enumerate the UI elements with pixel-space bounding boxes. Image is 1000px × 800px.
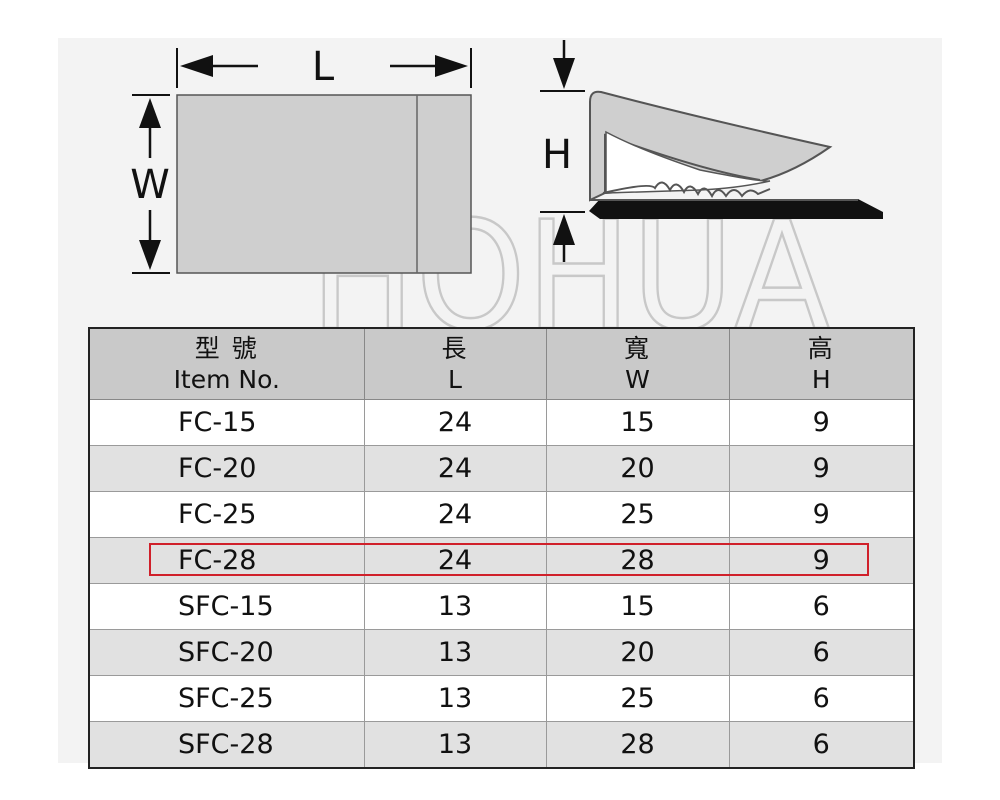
cell-item: SFC-25 bbox=[88, 675, 365, 722]
arrow-left-icon bbox=[180, 55, 213, 77]
cell-height: 9 bbox=[728, 537, 915, 584]
cell-height: 9 bbox=[728, 445, 915, 492]
arrow-right-icon bbox=[435, 55, 468, 77]
header-height-zh: 高 bbox=[807, 334, 835, 363]
table-row-highlighted: FC-28 24 28 9 bbox=[88, 537, 915, 584]
width-dimension: W bbox=[130, 94, 170, 274]
table-row: FC-15 24 15 9 bbox=[88, 399, 915, 446]
header-item-no: 型 號 Item No. bbox=[88, 327, 365, 400]
header-width: 寬 W bbox=[545, 327, 730, 400]
cell-width: 15 bbox=[545, 583, 730, 630]
cell-item: SFC-28 bbox=[88, 721, 365, 769]
ratchet-teeth bbox=[602, 181, 771, 199]
cell-length: 13 bbox=[363, 629, 547, 676]
cell-length: 24 bbox=[363, 399, 547, 446]
cell-width: 28 bbox=[545, 721, 730, 769]
header-item-zh: 型 號 bbox=[194, 334, 259, 363]
cell-width: 15 bbox=[545, 399, 730, 446]
header-length-en: L bbox=[448, 365, 462, 394]
cell-width: 25 bbox=[545, 675, 730, 722]
cell-width: 20 bbox=[545, 445, 730, 492]
table-row: SFC-28 13 28 6 bbox=[88, 721, 915, 769]
side-view-base bbox=[589, 199, 883, 219]
cell-height: 9 bbox=[728, 491, 915, 538]
cell-width: 25 bbox=[545, 491, 730, 538]
header-item-en: Item No. bbox=[173, 365, 280, 394]
cell-length: 13 bbox=[363, 675, 547, 722]
header-width-zh: 寬 bbox=[623, 334, 651, 363]
cell-length: 13 bbox=[363, 721, 547, 769]
header-width-en: W bbox=[625, 365, 650, 394]
top-view bbox=[176, 94, 472, 274]
cell-length: 13 bbox=[363, 583, 547, 630]
spec-table: 型 號 Item No. 長 L 寬 W 高 H FC-15 24 15 9 bbox=[88, 327, 915, 769]
table-row: SFC-20 13 20 6 bbox=[88, 629, 915, 676]
top-view-body bbox=[176, 94, 472, 274]
cell-item: FC-20 bbox=[88, 445, 365, 492]
cell-length: 24 bbox=[363, 491, 547, 538]
table-header-row: 型 號 Item No. 長 L 寬 W 高 H bbox=[88, 327, 915, 400]
table-row: FC-20 24 20 9 bbox=[88, 445, 915, 492]
cell-height: 6 bbox=[728, 721, 915, 769]
cell-item: FC-28 bbox=[88, 537, 365, 584]
cell-height: 6 bbox=[728, 583, 915, 630]
arrow-down-icon bbox=[139, 240, 161, 270]
height-dimension: H bbox=[540, 40, 585, 262]
header-length-zh: 長 bbox=[441, 334, 469, 363]
side-view bbox=[589, 90, 883, 219]
table-row: FC-25 24 25 9 bbox=[88, 491, 915, 538]
cell-height: 6 bbox=[728, 675, 915, 722]
cell-height: 6 bbox=[728, 629, 915, 676]
header-height: 高 H bbox=[728, 327, 915, 400]
arrow-down-icon bbox=[553, 58, 575, 89]
table-row: SFC-15 13 15 6 bbox=[88, 583, 915, 630]
table-row: SFC-25 13 25 6 bbox=[88, 675, 915, 722]
cell-height: 9 bbox=[728, 399, 915, 446]
cell-item: SFC-15 bbox=[88, 583, 365, 630]
length-dimension: L bbox=[176, 44, 472, 90]
header-length: 長 L bbox=[363, 327, 547, 400]
cell-length: 24 bbox=[363, 537, 547, 584]
arrow-up-icon bbox=[553, 214, 575, 245]
cell-width: 28 bbox=[545, 537, 730, 584]
cell-width: 20 bbox=[545, 629, 730, 676]
header-height-en: H bbox=[811, 365, 831, 394]
cell-item: FC-15 bbox=[88, 399, 365, 446]
width-label: W bbox=[130, 162, 170, 208]
cell-item: FC-25 bbox=[88, 491, 365, 538]
height-label: H bbox=[542, 132, 572, 178]
cell-item: SFC-20 bbox=[88, 629, 365, 676]
dimension-diagram: HOHUA L W H bbox=[130, 40, 883, 330]
cell-length: 24 bbox=[363, 445, 547, 492]
length-label: L bbox=[312, 44, 335, 90]
arrow-up-icon bbox=[139, 98, 161, 128]
